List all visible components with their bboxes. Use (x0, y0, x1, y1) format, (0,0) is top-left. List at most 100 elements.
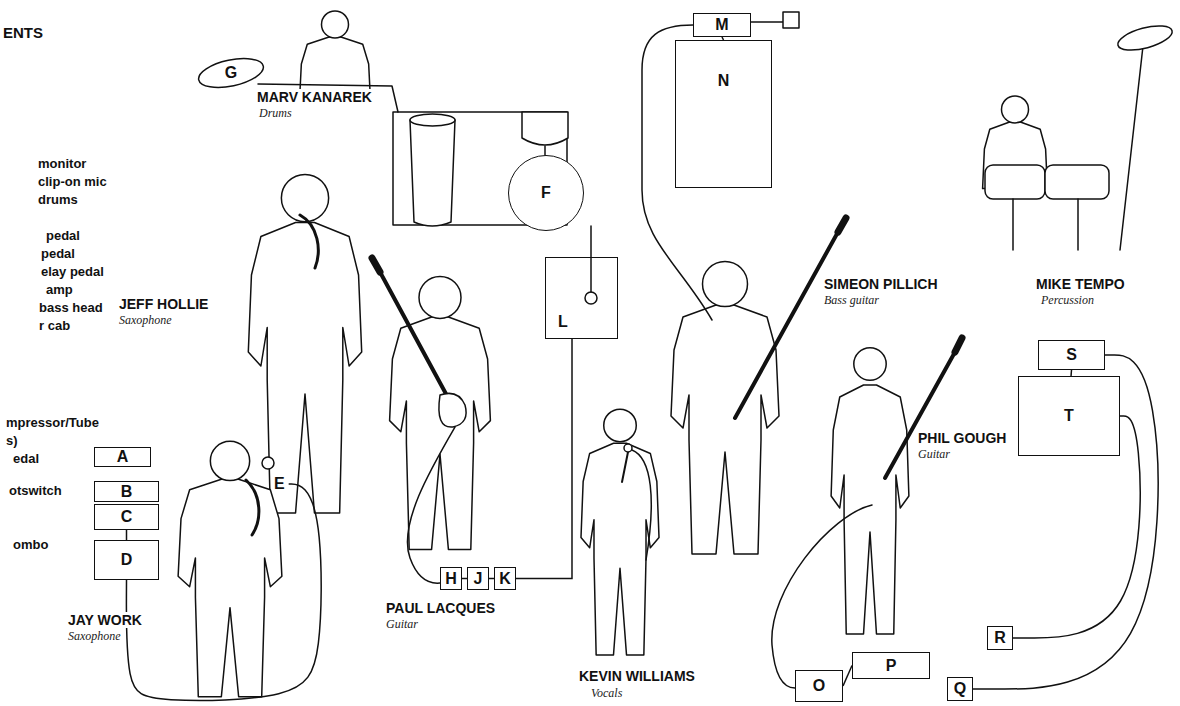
key-entry: s) (5, 433, 19, 448)
equipment-letter: A (117, 449, 129, 465)
equipment-letter: Q (954, 681, 966, 697)
instrument-name: Percussion (1040, 293, 1095, 308)
equipment-box: A (94, 447, 151, 467)
key-entry: ombo (12, 537, 49, 552)
musician-figures (178, 11, 1047, 697)
key-entry: mpressor/Tube (5, 415, 100, 430)
equipment-letter: J (474, 571, 483, 587)
musician-figure (178, 441, 282, 696)
figure-body (390, 317, 491, 549)
figure-head (419, 276, 461, 318)
figure-head (322, 11, 349, 38)
equipment-box: C (94, 504, 159, 530)
instrument-name: Drums (258, 106, 293, 121)
equipment-letter: N (718, 73, 730, 89)
equipment-letter: T (1064, 408, 1074, 424)
musician-name: KEVIN WILLIAMS (578, 668, 696, 684)
equipment-letter: O (813, 678, 825, 694)
instrument-name: Guitar (385, 617, 419, 632)
musician-figure (581, 409, 659, 655)
cymbal-stand (1120, 46, 1143, 250)
equipment-letter: G (225, 65, 237, 81)
equipment-box: B (94, 481, 159, 502)
instrument-name: Vocals (590, 686, 623, 701)
figure-body (671, 305, 779, 554)
figure-head (703, 262, 748, 307)
equipment-letter: L (558, 314, 568, 330)
equipment-box: R (987, 626, 1013, 650)
equipment-box: O (795, 670, 843, 702)
key-entry: amp (45, 282, 74, 297)
musician-name: PAUL LACQUES (385, 600, 496, 616)
cable-connector (843, 666, 852, 687)
key-entry: pedal (40, 246, 76, 261)
cable-connector (973, 355, 1158, 689)
musician-figure (248, 174, 361, 513)
kick-drum-circle: F (508, 155, 584, 231)
equipment-letter: P (886, 658, 897, 674)
saxophone (300, 215, 318, 268)
equipment-letter: E (274, 476, 285, 492)
equipment-box: J (467, 567, 489, 590)
musician-name: PHIL GOUGH (917, 430, 1007, 446)
key-entry: drums (37, 192, 79, 207)
conga (985, 165, 1045, 199)
musician-name: MARV KANAREK (256, 89, 373, 105)
tom-mount (544, 146, 546, 155)
microphone-head (624, 444, 632, 452)
floor-tom-head (410, 114, 455, 126)
mic-cable (632, 450, 651, 560)
figure-head (854, 348, 886, 380)
cable-connector (126, 530, 128, 540)
key-entry: elay pedal (40, 264, 105, 279)
conga-stand (1012, 199, 1014, 250)
equipment-box: N (675, 40, 772, 188)
musician-name: SIMEON PILLICH (823, 276, 939, 292)
musician-figure (671, 262, 779, 555)
equipment-box: Q (947, 677, 973, 701)
figure-body (248, 223, 361, 514)
small-unit (783, 12, 799, 28)
saxophone (246, 480, 259, 535)
microphone (622, 452, 628, 482)
bass-headstock (838, 218, 846, 232)
instrument-name: Saxophone (67, 629, 122, 644)
figure-body (581, 443, 659, 655)
mic-callout: E (270, 474, 289, 494)
equipment-box: K (494, 567, 516, 590)
equipment-box: P (852, 652, 930, 679)
guitar-neck (380, 272, 452, 405)
figure-head (604, 409, 637, 442)
monitor-jack (585, 292, 597, 304)
head-cable (751, 21, 783, 23)
conga (1045, 165, 1109, 199)
cymbal (1115, 21, 1174, 55)
guitar-headstock (372, 258, 380, 272)
musician-figure (831, 348, 909, 634)
equipment-letter: D (121, 552, 133, 568)
clip-on-mic (262, 457, 274, 469)
instrument-name: Saxophone (118, 313, 173, 328)
floor-tom (410, 120, 455, 226)
equipment-box: D (94, 540, 159, 580)
key-entry: otswitch (8, 483, 63, 498)
conga-stand (1077, 199, 1079, 250)
key-entry: monitor (37, 156, 87, 171)
monitor-cable (590, 226, 592, 292)
equipment-letter: F (541, 185, 551, 201)
equipment-letter: S (1066, 347, 1077, 363)
equipment-box: T (1018, 376, 1120, 456)
guitar-neck (885, 352, 955, 478)
musician-name: MIKE TEMPO (1035, 276, 1126, 292)
guitar-headstock (955, 338, 962, 352)
cymbal-ellipse: G (196, 55, 266, 91)
guitar-body (439, 393, 466, 427)
figure-head (210, 441, 249, 480)
equipment-letter: H (445, 571, 457, 587)
cymbal (196, 55, 266, 91)
equipment-letter: R (994, 630, 1006, 646)
